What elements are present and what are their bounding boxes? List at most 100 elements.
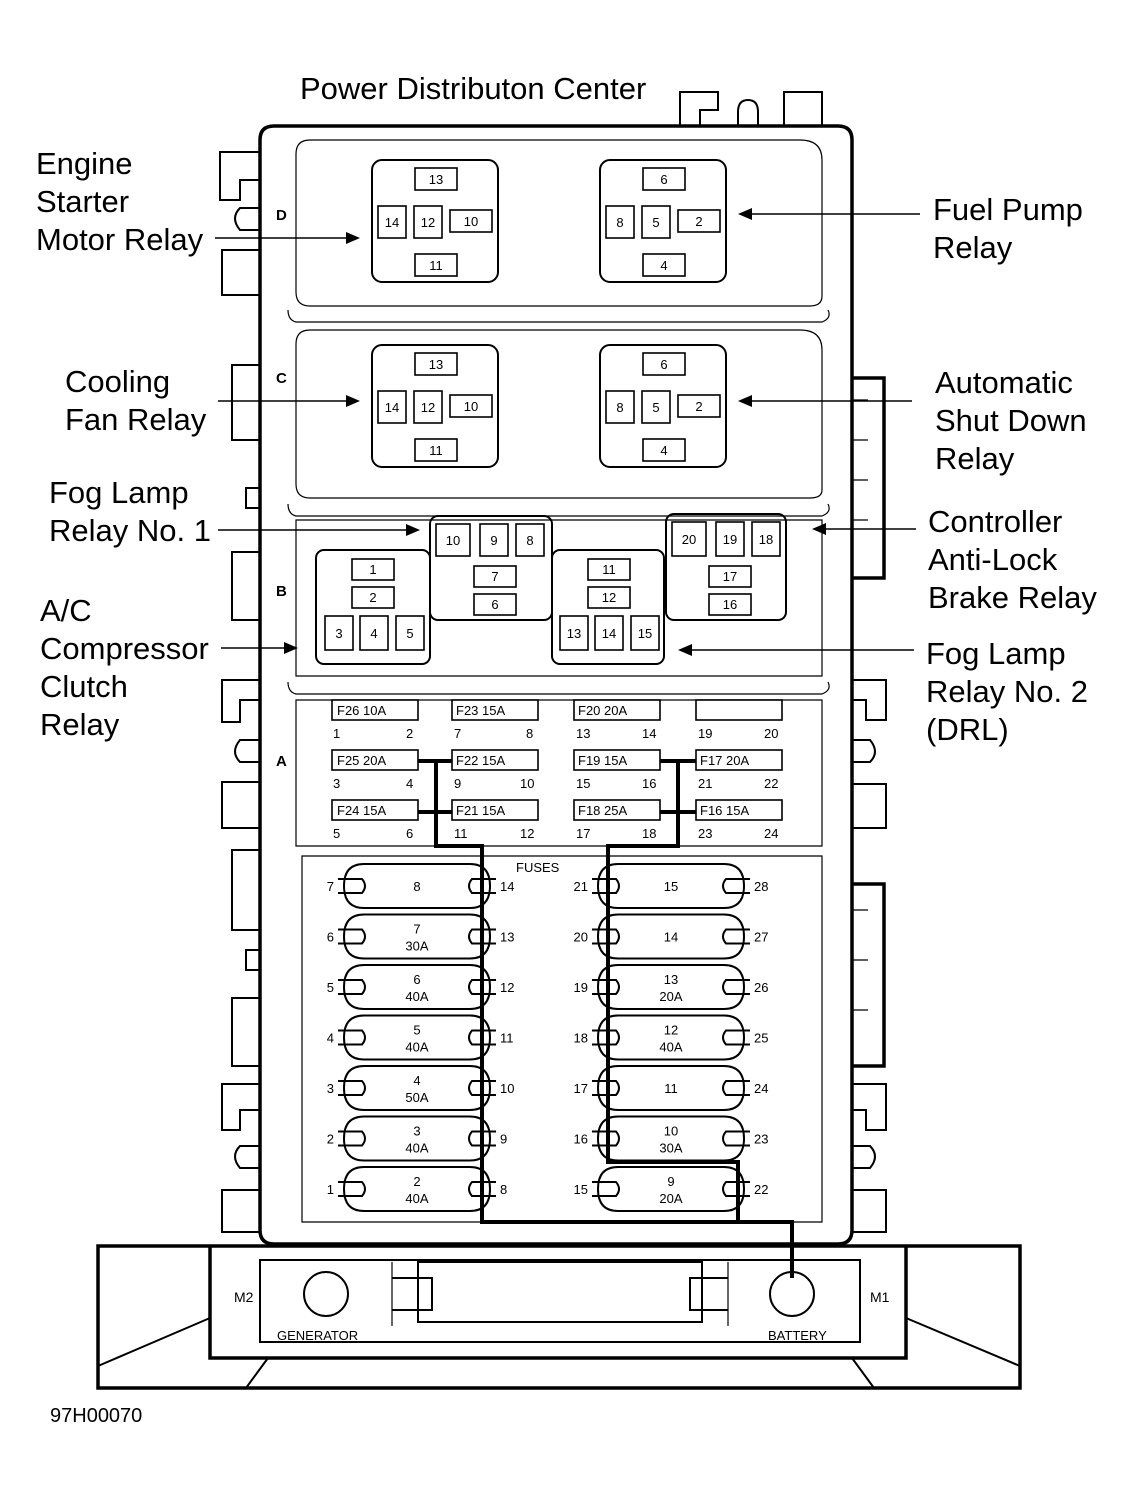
svg-text:Motor Relay: Motor Relay (36, 222, 204, 257)
terminal-base: M2 M1 GENERATOR BATTERY (96, 1244, 1022, 1390)
top-tab-1 (679, 91, 719, 126)
battery-stud (769, 1271, 815, 1317)
svg-text:14: 14 (642, 726, 656, 741)
fuse-pin-left: 20 (574, 930, 588, 945)
callout-engine-starter-motor-relay: Engine Starter Motor Relay (36, 146, 360, 257)
svg-text:9: 9 (490, 533, 497, 548)
svg-text:10: 10 (464, 214, 478, 229)
svg-text:18: 18 (642, 826, 656, 841)
svg-text:8: 8 (616, 400, 623, 415)
svg-text:5: 5 (652, 215, 659, 230)
svg-text:Starter: Starter (36, 184, 129, 219)
svg-text:Clutch: Clutch (40, 669, 128, 704)
fuse-pin-left: 2 (327, 1132, 334, 1147)
svg-text:14: 14 (602, 626, 616, 641)
svg-text:F23 15A: F23 15A (456, 703, 505, 718)
svg-text:16: 16 (723, 597, 737, 612)
svg-text:12: 12 (602, 590, 616, 605)
fuse-rating: 40A (659, 1040, 682, 1055)
generator-stud (303, 1271, 349, 1317)
svg-text:Fuel Pump: Fuel Pump (933, 192, 1083, 227)
fuse-number: 6 (413, 972, 420, 987)
fuse-rating: 30A (405, 939, 428, 954)
svg-text:16: 16 (642, 776, 656, 791)
top-tab-2 (737, 98, 759, 126)
fuse-pin-right: 13 (500, 930, 514, 945)
fuse-pin-left: 18 (574, 1031, 588, 1046)
fuse-rating: 30A (659, 1141, 682, 1156)
fuse-pin-left: 5 (327, 980, 334, 995)
svg-text:10: 10 (520, 776, 534, 791)
svg-text:12: 12 (421, 215, 435, 230)
svg-text:Shut Down: Shut Down (935, 403, 1087, 438)
fuse-pin-right: 9 (500, 1132, 507, 1147)
svg-text:4: 4 (370, 626, 377, 641)
svg-text:2: 2 (406, 726, 413, 741)
svg-text:12: 12 (421, 400, 435, 415)
svg-text:Fog Lamp: Fog Lamp (926, 636, 1066, 671)
mini-fuse-f16: F16 15A 23 24 (695, 799, 783, 841)
svg-text:5: 5 (406, 626, 413, 641)
svg-text:8: 8 (526, 726, 533, 741)
relay-engine-starter: 13 14 12 10 11 (371, 159, 499, 283)
fuse-number: 14 (664, 930, 678, 945)
svg-text:Relay: Relay (40, 707, 120, 742)
fuse-number: 5 (413, 1023, 420, 1038)
svg-text:F17 20A: F17 20A (700, 753, 749, 768)
callout-fog-lamp-relay-2: Fog Lamp Relay No. 2 (DRL) (678, 636, 1088, 747)
svg-text:4: 4 (660, 258, 667, 273)
right-side-clips (852, 376, 887, 1233)
svg-text:6: 6 (491, 597, 498, 612)
fuse-pin-left: 16 (574, 1132, 588, 1147)
svg-text:F21 15A: F21 15A (456, 803, 505, 818)
m2-label: M2 (234, 1289, 254, 1305)
relay-ac-compressor-clutch: 1 2 3 4 5 (315, 549, 431, 665)
section-label-c: C (276, 370, 287, 387)
section-label-a: A (276, 753, 287, 770)
svg-text:F24 15A: F24 15A (337, 803, 386, 818)
fuse-pin-left: 3 (327, 1081, 334, 1096)
callout-fuel-pump-relay: Fuel Pump Relay (738, 192, 1083, 265)
relay-automatic-shut-down: 6 8 5 2 4 (599, 344, 727, 468)
fuse-rating: 40A (405, 1040, 428, 1055)
svg-text:3: 3 (333, 776, 340, 791)
svg-text:14: 14 (385, 400, 399, 415)
fuse-pin-right: 28 (754, 879, 768, 894)
generator-label: GENERATOR (277, 1328, 358, 1343)
svg-text:Relay: Relay (933, 230, 1013, 265)
mini-fuse-f25: F25 20A 3 4 (331, 749, 419, 791)
callout-automatic-shut-down-relay: Automatic Shut Down Relay (738, 365, 1087, 476)
svg-text:10: 10 (446, 533, 460, 548)
relay-cooling-fan: 13 14 12 10 11 (371, 344, 499, 468)
svg-text:1: 1 (333, 726, 340, 741)
relay-fuel-pump: 6 8 5 2 4 (599, 159, 727, 283)
svg-text:4: 4 (660, 443, 667, 458)
svg-text:11: 11 (429, 258, 443, 273)
svg-text:F18 25A: F18 25A (578, 803, 627, 818)
svg-text:24: 24 (764, 826, 778, 841)
mini-fuse-f17: F17 20A 21 22 (695, 749, 783, 791)
svg-text:Cooling: Cooling (65, 364, 170, 399)
svg-text:Fog Lamp: Fog Lamp (49, 475, 189, 510)
svg-text:Fan Relay: Fan Relay (65, 402, 207, 437)
fuse-number: 9 (667, 1174, 674, 1189)
svg-text:13: 13 (429, 172, 443, 187)
svg-text:2: 2 (695, 214, 702, 229)
mini-fuse-f22: F22 15A 9 10 (451, 749, 539, 791)
svg-text:7: 7 (454, 726, 461, 741)
mini-fuse-f18: F18 25A 17 18 (573, 799, 661, 841)
svg-text:F16 15A: F16 15A (700, 803, 749, 818)
relay-fog-lamp-2: 11 12 13 14 15 (551, 549, 665, 665)
fuse-pin-right: 12 (500, 980, 514, 995)
svg-text:18: 18 (759, 532, 773, 547)
fuse-pin-right: 10 (500, 1081, 514, 1096)
fuse-number: 12 (664, 1023, 678, 1038)
